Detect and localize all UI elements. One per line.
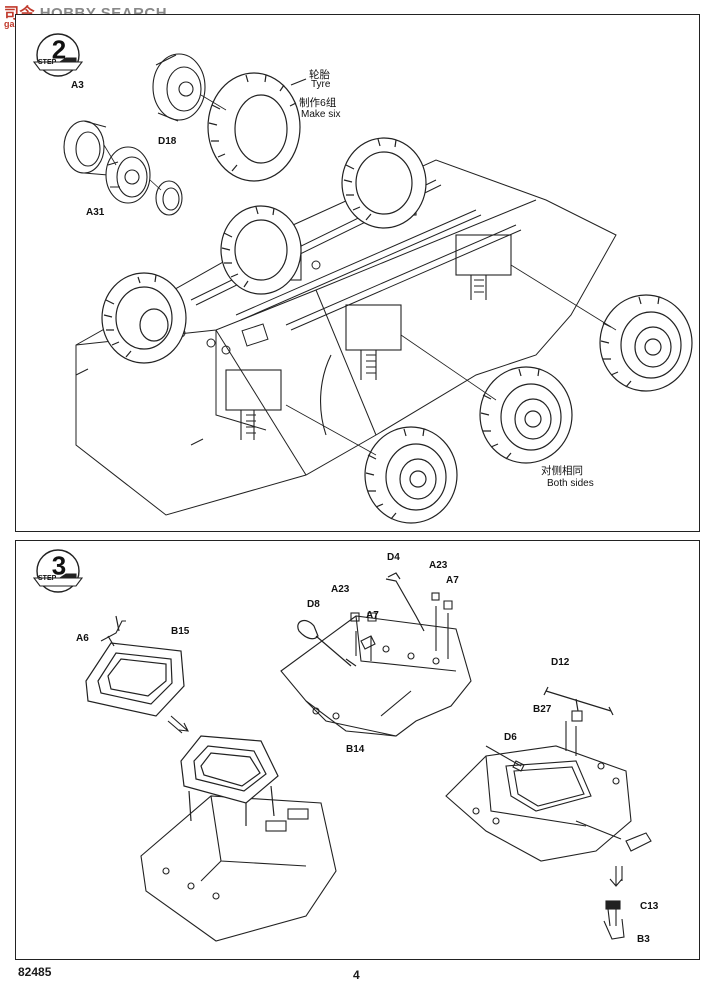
tool-d4 xyxy=(385,572,425,632)
part-label-a23-right: A23 xyxy=(429,560,448,571)
step-2-drawing xyxy=(32,33,693,524)
step-3-badge-icon xyxy=(32,549,84,593)
bracket-right xyxy=(575,820,652,852)
part-label-a7-right: A7 xyxy=(446,575,459,586)
product-code: 82485 xyxy=(18,965,52,979)
exploded-rim xyxy=(152,53,206,122)
part-label-d8: D8 xyxy=(307,599,320,610)
part-label-a3: A3 xyxy=(71,80,84,91)
part-label-c13: C13 xyxy=(640,901,659,912)
part-label-a23-left: A23 xyxy=(331,584,350,595)
step-3-drawing xyxy=(32,549,652,942)
exploded-guide-lines xyxy=(103,94,227,191)
step-3-word: STEP xyxy=(38,575,57,582)
wheel-rear-right xyxy=(599,294,693,392)
step-2-word: STEP xyxy=(38,59,57,66)
hatch-frame-b15 xyxy=(85,615,185,717)
label-tyre-en: Tyre xyxy=(311,79,331,90)
part-label-b3: B3 xyxy=(637,934,650,945)
part-label-b27: B27 xyxy=(533,704,552,715)
hull-plate-lower-left xyxy=(140,795,337,942)
hatch-frame-lower xyxy=(180,735,279,826)
label-make-en: Make six xyxy=(301,109,341,120)
exploded-tyre xyxy=(207,72,307,182)
label-both-sides-cn: 对侧相同 xyxy=(541,465,583,477)
tool-d12 xyxy=(543,686,614,716)
exploded-hubcap-d18 xyxy=(155,180,183,216)
step-2-number: 2 xyxy=(51,34,67,65)
exploded-wheel-hub-a3 xyxy=(63,120,109,176)
step-3-number: 3 xyxy=(51,550,67,581)
part-label-b15: B15 xyxy=(171,626,190,637)
label-make-cn: 制作6组 xyxy=(299,97,337,109)
part-label-d6: D6 xyxy=(504,732,517,743)
wheel-front-left xyxy=(101,272,187,364)
fittings-a23-a7-mid xyxy=(350,592,453,661)
arrow-2-icon xyxy=(609,866,623,887)
hatch-handle-a6 xyxy=(100,620,126,642)
part-label-d4: D4 xyxy=(387,552,400,563)
wheel-rear-left xyxy=(341,137,427,229)
label-both-sides-en: Both sides xyxy=(547,478,594,489)
arrow-1-icon xyxy=(167,715,189,734)
step-3-panel: 3 STEP A6 B15 D8 A23 A7 D4 A23 A7 B14 D1… xyxy=(15,540,700,960)
assembly-lines xyxy=(285,264,617,456)
wheel-mid-left xyxy=(220,205,302,295)
part-label-a6: A6 xyxy=(76,633,89,644)
step-2-badge-icon xyxy=(32,33,84,77)
wheel-front-right xyxy=(364,426,458,524)
step-2-panel: 2 STEP A3 D18 A31 轮胎 Tyre 制作6组 Make six … xyxy=(15,14,700,532)
part-label-d12: D12 xyxy=(551,657,570,668)
part-label-b14: B14 xyxy=(346,744,365,755)
bracket-c13-b3 xyxy=(603,900,625,940)
fittings-b27-d6 xyxy=(485,710,583,772)
part-label-a7-left: A7 xyxy=(366,610,379,621)
label-tyre-cn: 轮胎 xyxy=(309,69,330,81)
part-label-a31: A31 xyxy=(86,207,105,218)
part-label-d18: D18 xyxy=(158,136,177,147)
shovel-d8 xyxy=(297,619,357,667)
hull-plate-lower-right xyxy=(445,745,632,862)
page-number: 4 xyxy=(353,968,360,982)
exploded-wheel-hub-a31 xyxy=(105,146,151,204)
wheel-mid-right xyxy=(479,366,573,464)
